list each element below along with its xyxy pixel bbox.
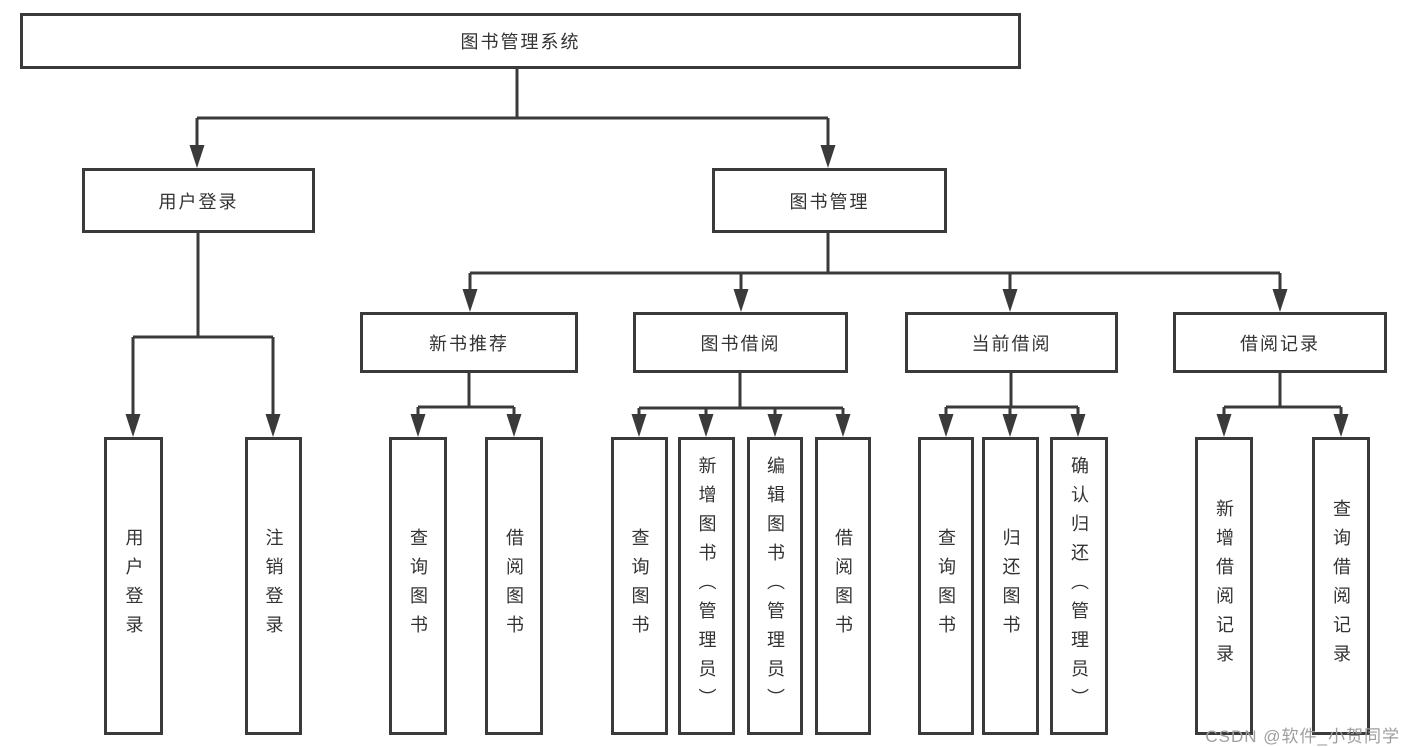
leaf-query-books-borrow: 查询图书: [611, 437, 668, 735]
node-new-book-recommend-label: 新书推荐: [429, 333, 509, 354]
leaf-query-books-current-label: 查询图书: [936, 528, 956, 644]
leaf-return-books-label: 归还图书: [1000, 528, 1021, 644]
leaf-add-books-admin: 新增图书（管理员）: [678, 437, 735, 735]
leaf-logout: 注销登录: [245, 437, 302, 735]
leaf-query-borrow-record-label: 查询借阅记录: [1331, 499, 1351, 673]
leaf-query-books-recommend-label: 查询图书: [408, 528, 428, 644]
leaf-add-borrow-record: 新增借阅记录: [1195, 437, 1253, 735]
csdn-watermark: CSDN @软件_小贺同学: [1205, 727, 1400, 746]
leaf-borrow-books: 借阅图书: [815, 437, 871, 735]
leaf-add-borrow-record-label: 新增借阅记录: [1214, 499, 1234, 673]
leaf-confirm-return-admin: 确认归还（管理员）: [1050, 437, 1108, 735]
leaf-query-books-borrow-label: 查询图书: [629, 528, 650, 644]
leaf-user-login-label: 用户登录: [123, 528, 144, 644]
leaf-borrow-books-label: 借阅图书: [833, 528, 853, 644]
node-new-book-recommend: 新书推荐: [360, 312, 578, 373]
leaf-edit-books-admin: 编辑图书（管理员）: [747, 437, 803, 735]
leaf-logout-label: 注销登录: [263, 528, 284, 644]
leaf-add-books-admin-label: 新增图书（管理员）: [696, 455, 717, 717]
root-node-library-system: 图书管理系统: [20, 13, 1021, 69]
node-user-login-label: 用户登录: [158, 191, 239, 212]
node-book-borrow: 图书借阅: [633, 312, 848, 373]
node-user-login: 用户登录: [82, 168, 315, 233]
node-book-management: 图书管理: [712, 168, 947, 233]
leaf-query-books-current: 查询图书: [918, 437, 974, 735]
arrowheads: [125, 145, 1349, 437]
leaf-borrow-books-recommend-label: 借阅图书: [504, 528, 524, 644]
node-borrow-record: 借阅记录: [1173, 312, 1387, 373]
node-current-borrow-label: 当前借阅: [971, 333, 1052, 354]
node-book-borrow-label: 图书借阅: [700, 333, 781, 354]
leaf-query-books-recommend: 查询图书: [389, 437, 447, 735]
node-borrow-record-label: 借阅记录: [1240, 333, 1320, 354]
leaf-return-books: 归还图书: [982, 437, 1039, 735]
leaf-borrow-books-recommend: 借阅图书: [485, 437, 543, 735]
node-book-management-label: 图书管理: [789, 191, 870, 212]
node-current-borrow: 当前借阅: [905, 312, 1118, 373]
leaf-query-borrow-record: 查询借阅记录: [1312, 437, 1370, 735]
leaf-edit-books-admin-label: 编辑图书（管理员）: [765, 455, 785, 717]
leaf-confirm-return-admin-label: 确认归还（管理员）: [1069, 455, 1089, 717]
root-node-label: 图书管理系统: [460, 32, 581, 52]
leaf-user-login: 用户登录: [104, 437, 163, 735]
